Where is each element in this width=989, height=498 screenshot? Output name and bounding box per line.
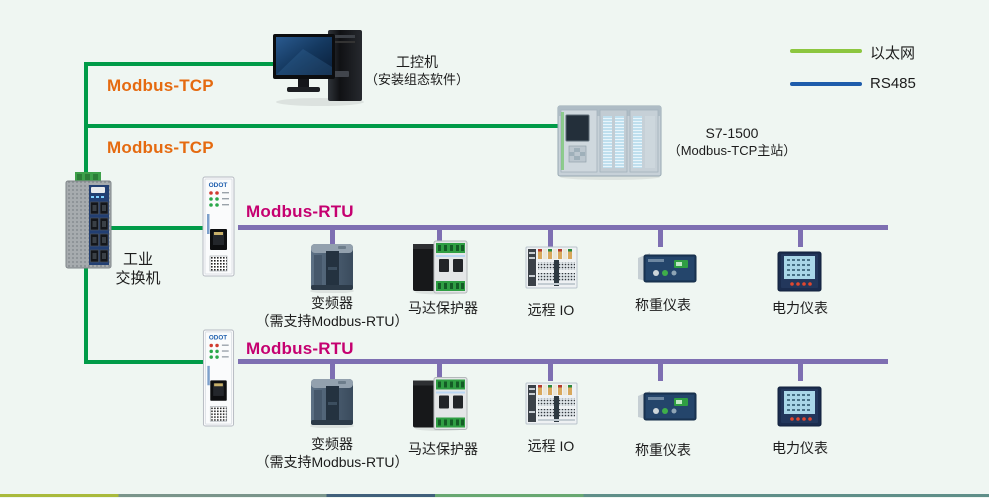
rtu-drop-row2-inverter: [330, 359, 335, 381]
weighing-indicator-icon: [636, 251, 698, 285]
svg-text:ODOT: ODOT: [209, 182, 228, 189]
switch-label: 工业 交换机: [100, 251, 176, 289]
modbus-rtu-label-1: Modbus-RTU: [246, 202, 354, 221]
gateway2-icon: ODOT: [202, 329, 235, 427]
weighing-label-row1: 称重仪表: [635, 297, 691, 313]
inverter-icon: [308, 241, 356, 293]
ethernet-line-to-gateway2: [84, 360, 206, 364]
power-meter-label-row1: 电力仪表: [772, 300, 828, 316]
rtu-drop-row2-io: [548, 359, 553, 381]
modbus-tcp-label-1: Modbus-TCP: [107, 76, 214, 95]
svg-text:ODOT: ODOT: [209, 335, 227, 342]
switch-icon: [63, 172, 117, 271]
inverter-icon-row2: [308, 376, 356, 428]
ipc-title: 工控机: [396, 54, 438, 70]
modbus-tcp-label-2: Modbus-TCP: [107, 138, 214, 157]
rtu-drop-row2-motor: [437, 359, 442, 381]
inverter-label-row1: 变频器 （需支持Modbus-RTU）: [252, 294, 412, 331]
rtu-bus-row1: [238, 225, 888, 230]
legend-rs485-line: [790, 82, 862, 86]
power-meter-icon: [777, 251, 822, 292]
legend-ethernet-label: 以太网: [870, 45, 916, 62]
legend-ethernet-line: [790, 49, 862, 53]
plc-label: S7-1500 （Modbus-TCP主站）: [660, 124, 804, 160]
power-meter-label-row2: 电力仪表: [772, 440, 828, 456]
motor-protector-icon-row2: [412, 375, 468, 432]
remote-io-label-row2: 远程 IO: [527, 438, 575, 454]
gateway1-icon: ODOT: [202, 176, 235, 277]
remote-io-icon: [525, 245, 578, 290]
ethernet-line-to-ipc: [84, 62, 280, 66]
inverter-note: （需支持Modbus-RTU）: [255, 313, 409, 330]
ethernet-line-switch-to-gateway1: [110, 226, 206, 230]
rtu-drop-row1-io: [548, 225, 553, 247]
rtu-drop-row1-inverter: [330, 225, 335, 247]
rtu-drop-row2-power: [798, 359, 803, 381]
ipc-label: 工控机 （安装组态软件）: [352, 53, 482, 89]
power-meter-icon-row2: [777, 386, 822, 427]
rtu-drop-row1-weigh: [658, 225, 663, 247]
ethernet-line-to-plc: [84, 124, 560, 128]
inverter-label-row2: 变频器 （需支持Modbus-RTU）: [252, 435, 412, 472]
motor-protector-label-row1: 马达保护器: [408, 300, 478, 316]
switch-title: 工业: [122, 251, 153, 268]
inverter-name: 变频器: [311, 436, 353, 452]
ipc-icon: [273, 27, 367, 107]
rtu-bus-row2: [238, 359, 888, 364]
remote-io-icon-row2: [525, 381, 578, 426]
motor-protector-label-row2: 马达保护器: [408, 441, 478, 457]
rtu-drop-row2-weigh: [658, 359, 663, 381]
rtu-drop-row1-power: [798, 225, 803, 247]
modbus-rtu-label-2: Modbus-RTU: [246, 339, 354, 358]
plc-title: S7-1500: [705, 125, 759, 141]
legend-rs485-label: RS485: [870, 75, 916, 92]
ipc-subtitle: （安装组态软件）: [364, 72, 469, 88]
bottom-decor-stripe: [0, 494, 989, 497]
switch-subtitle: 交换机: [115, 269, 161, 287]
remote-io-label-row1: 远程 IO: [527, 302, 575, 318]
weighing-indicator-icon-row2: [636, 389, 698, 423]
rtu-drop-row1-motor: [437, 225, 442, 247]
plc-icon: [556, 98, 664, 180]
inverter-name: 变频器: [311, 295, 353, 311]
plc-subtitle: （Modbus-TCP主站）: [667, 143, 797, 159]
inverter-note: （需支持Modbus-RTU）: [255, 454, 409, 471]
weighing-label-row2: 称重仪表: [635, 442, 691, 458]
motor-protector-icon: [412, 239, 468, 295]
